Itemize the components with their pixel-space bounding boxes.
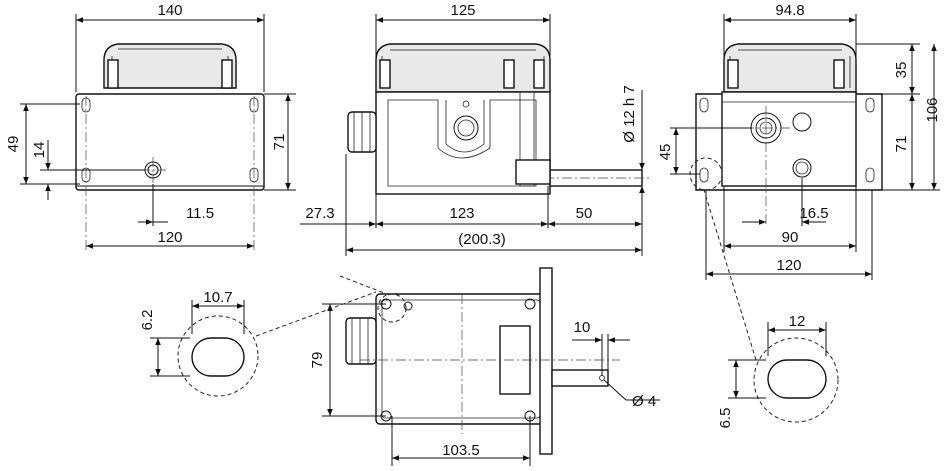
detail-right: 12 6.5 (703, 189, 839, 429)
top-view: 79 103.5 10 Ø 4 (309, 267, 660, 466)
dim-front-11-5: 11.5 (186, 205, 214, 222)
dim-top-hole-dia: Ø 4 (632, 393, 656, 410)
dim-front-140: 140 (157, 2, 182, 19)
dim-detail-left-height: 6.2 (139, 310, 156, 331)
dim-right-90: 90 (782, 229, 799, 246)
dim-detail-right-height: 6.5 (717, 408, 734, 429)
dim-right-94-8: 94.8 (775, 2, 804, 19)
dim-detail-left-width: 10.7 (203, 289, 232, 306)
dim-side-50: 50 (576, 205, 593, 222)
side-view: 125 Ø 12 h 7 27.3 123 50 (200.3) (300, 2, 650, 256)
dim-right-71: 71 (893, 136, 910, 153)
dim-top-103-5: 103.5 (442, 442, 480, 459)
dim-right-35: 35 (893, 62, 910, 79)
dim-right-16-5: 16.5 (799, 205, 828, 222)
detail-left: 10.7 6.2 (139, 275, 393, 397)
dim-front-49: 49 (5, 136, 22, 153)
dim-front-14: 14 (31, 142, 48, 159)
dim-side-200-3: (200.3) (458, 231, 506, 248)
right-view: 94.8 35 106 71 45 16.5 90 120 (657, 2, 941, 280)
dim-side-123: 123 (449, 205, 474, 222)
dim-side-125: 125 (450, 2, 475, 19)
dim-right-45: 45 (657, 144, 674, 161)
dim-right-120: 120 (776, 257, 801, 274)
dim-side-27-3: 27.3 (305, 205, 334, 222)
dim-front-120: 120 (157, 229, 182, 246)
dim-top-79: 79 (309, 352, 326, 369)
dim-side-shaft-dia: Ø 12 h 7 (621, 85, 638, 143)
dim-front-71: 71 (271, 134, 288, 151)
dim-top-10: 10 (574, 319, 591, 336)
front-view: 140 49 14 71 11.5 120 (5, 2, 296, 250)
dim-detail-right-width: 12 (789, 313, 806, 330)
dim-right-106: 106 (924, 97, 941, 122)
